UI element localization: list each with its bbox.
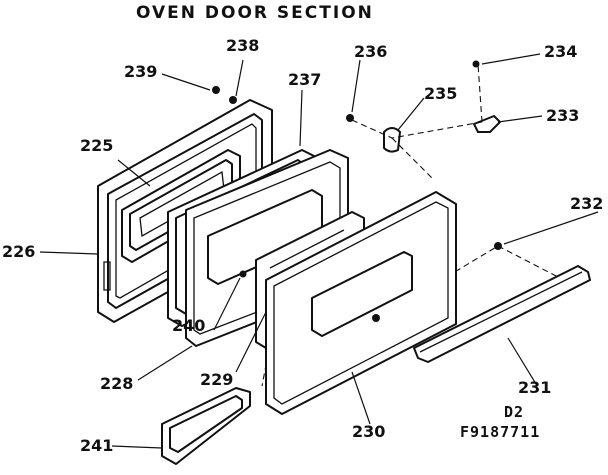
- label-240: 240: [172, 316, 206, 335]
- part-238-screw: [229, 96, 237, 104]
- part-231-handle-strip: [413, 265, 591, 363]
- part-235-hinge-bracket: [383, 127, 401, 153]
- part-241-gasket: [161, 387, 251, 465]
- label-225: 225: [80, 136, 114, 155]
- label-234: 234: [544, 42, 578, 61]
- drawing-number: F9187711: [460, 423, 541, 441]
- drawing-code: D2: [504, 403, 525, 421]
- label-237: 237: [288, 70, 322, 89]
- label-238: 238: [226, 36, 260, 55]
- part-232-screw: [494, 242, 502, 250]
- label-233: 233: [546, 106, 580, 125]
- label-232: 232: [570, 194, 604, 213]
- leader-lines: [39, 53, 599, 449]
- part-240-screw: [239, 270, 247, 278]
- hardware-screws: [212, 60, 502, 322]
- label-226: 226: [2, 242, 36, 261]
- label-241: 241: [80, 436, 114, 455]
- label-230: 230: [352, 422, 386, 441]
- part-239-screw: [212, 86, 220, 94]
- label-239: 239: [124, 62, 158, 81]
- label-229: 229: [200, 370, 234, 389]
- label-235: 235: [424, 84, 458, 103]
- diagram-title: OVEN DOOR SECTION: [136, 3, 374, 23]
- label-228: 228: [100, 374, 134, 393]
- part-230-outer-door-front: [265, 191, 457, 415]
- label-231: 231: [518, 378, 552, 397]
- part-234-screw: [472, 60, 480, 68]
- part-233-hinge-clip: [473, 115, 501, 133]
- part-236-screw: [346, 114, 354, 122]
- label-236: 236: [354, 42, 388, 61]
